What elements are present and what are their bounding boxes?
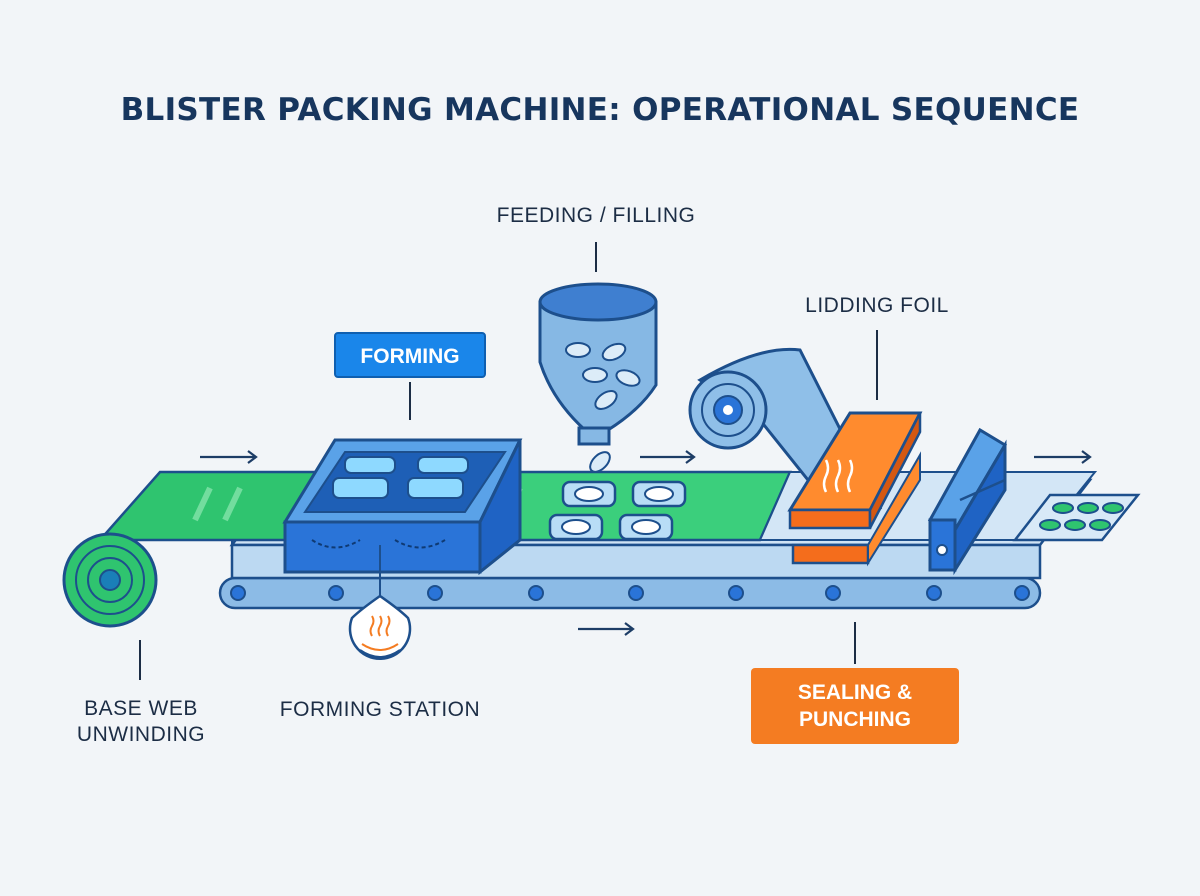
finished-blister-pack xyxy=(1012,493,1141,542)
direction-arrow-icon xyxy=(200,450,1092,636)
forming-label: FORMING xyxy=(334,332,486,378)
forming-station-label: FORMING STATION xyxy=(279,698,481,721)
lidding-foil-label: LIDDING FOIL xyxy=(805,294,949,317)
sealing-punching-label: SEALING & PUNCHING xyxy=(751,668,959,744)
diagram-title: BLISTER PACKING MACHINE: OPERATIONAL SEQ… xyxy=(120,92,1080,128)
base-web-label-line1: BASE WEB xyxy=(84,697,198,720)
heat-icon xyxy=(359,615,401,658)
feeding-filling-label: FEEDING / FILLING xyxy=(496,204,696,227)
sealing-label-line2: PUNCHING xyxy=(798,708,911,731)
forming-station-box xyxy=(282,438,523,576)
base-web-unwinding-label: BASE WEB UNWINDING xyxy=(58,696,224,748)
formed-blisters xyxy=(548,480,687,541)
base-web-label-line2: UNWINDING xyxy=(76,723,206,746)
forming-heat-callout xyxy=(348,545,412,661)
base-web-roll xyxy=(62,532,158,628)
sealing-station xyxy=(787,411,923,567)
leader-lines xyxy=(139,242,878,680)
sealing-label-line1: SEALING & xyxy=(797,681,913,704)
punching-frame xyxy=(927,427,1008,576)
feeding-hopper xyxy=(538,282,658,473)
